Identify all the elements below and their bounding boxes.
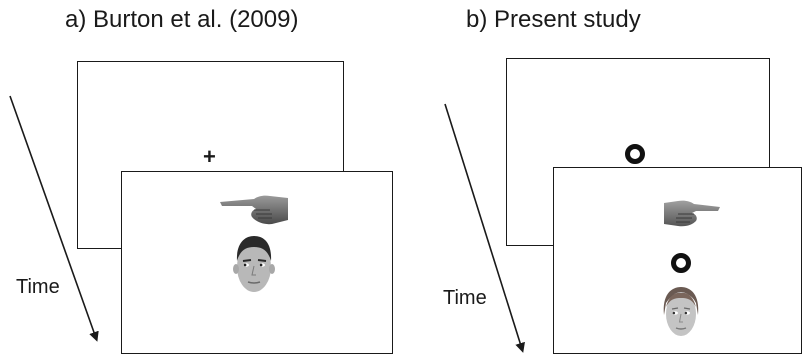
- pointing-hand-right-icon: [664, 200, 720, 227]
- panel-b-title: b) Present study: [466, 6, 641, 33]
- fixation-ring-icon: [671, 253, 691, 273]
- panel-b-front-screen: [553, 167, 802, 354]
- time-arrow-a: [9, 95, 99, 342]
- pointing-hand-left-icon: [220, 195, 288, 225]
- panel-a-title: a) Burton et al. (2009): [65, 6, 299, 33]
- fixation-cross: +: [203, 144, 216, 169]
- time-label-b: Time: [443, 287, 487, 309]
- fixation-ring-icon: [625, 144, 645, 164]
- panel-a-front-screen: [121, 171, 393, 354]
- time-arrow-b: [444, 103, 525, 353]
- time-label-a: Time: [16, 276, 60, 298]
- female-face-icon: [663, 287, 699, 336]
- male-face-icon: [233, 236, 275, 292]
